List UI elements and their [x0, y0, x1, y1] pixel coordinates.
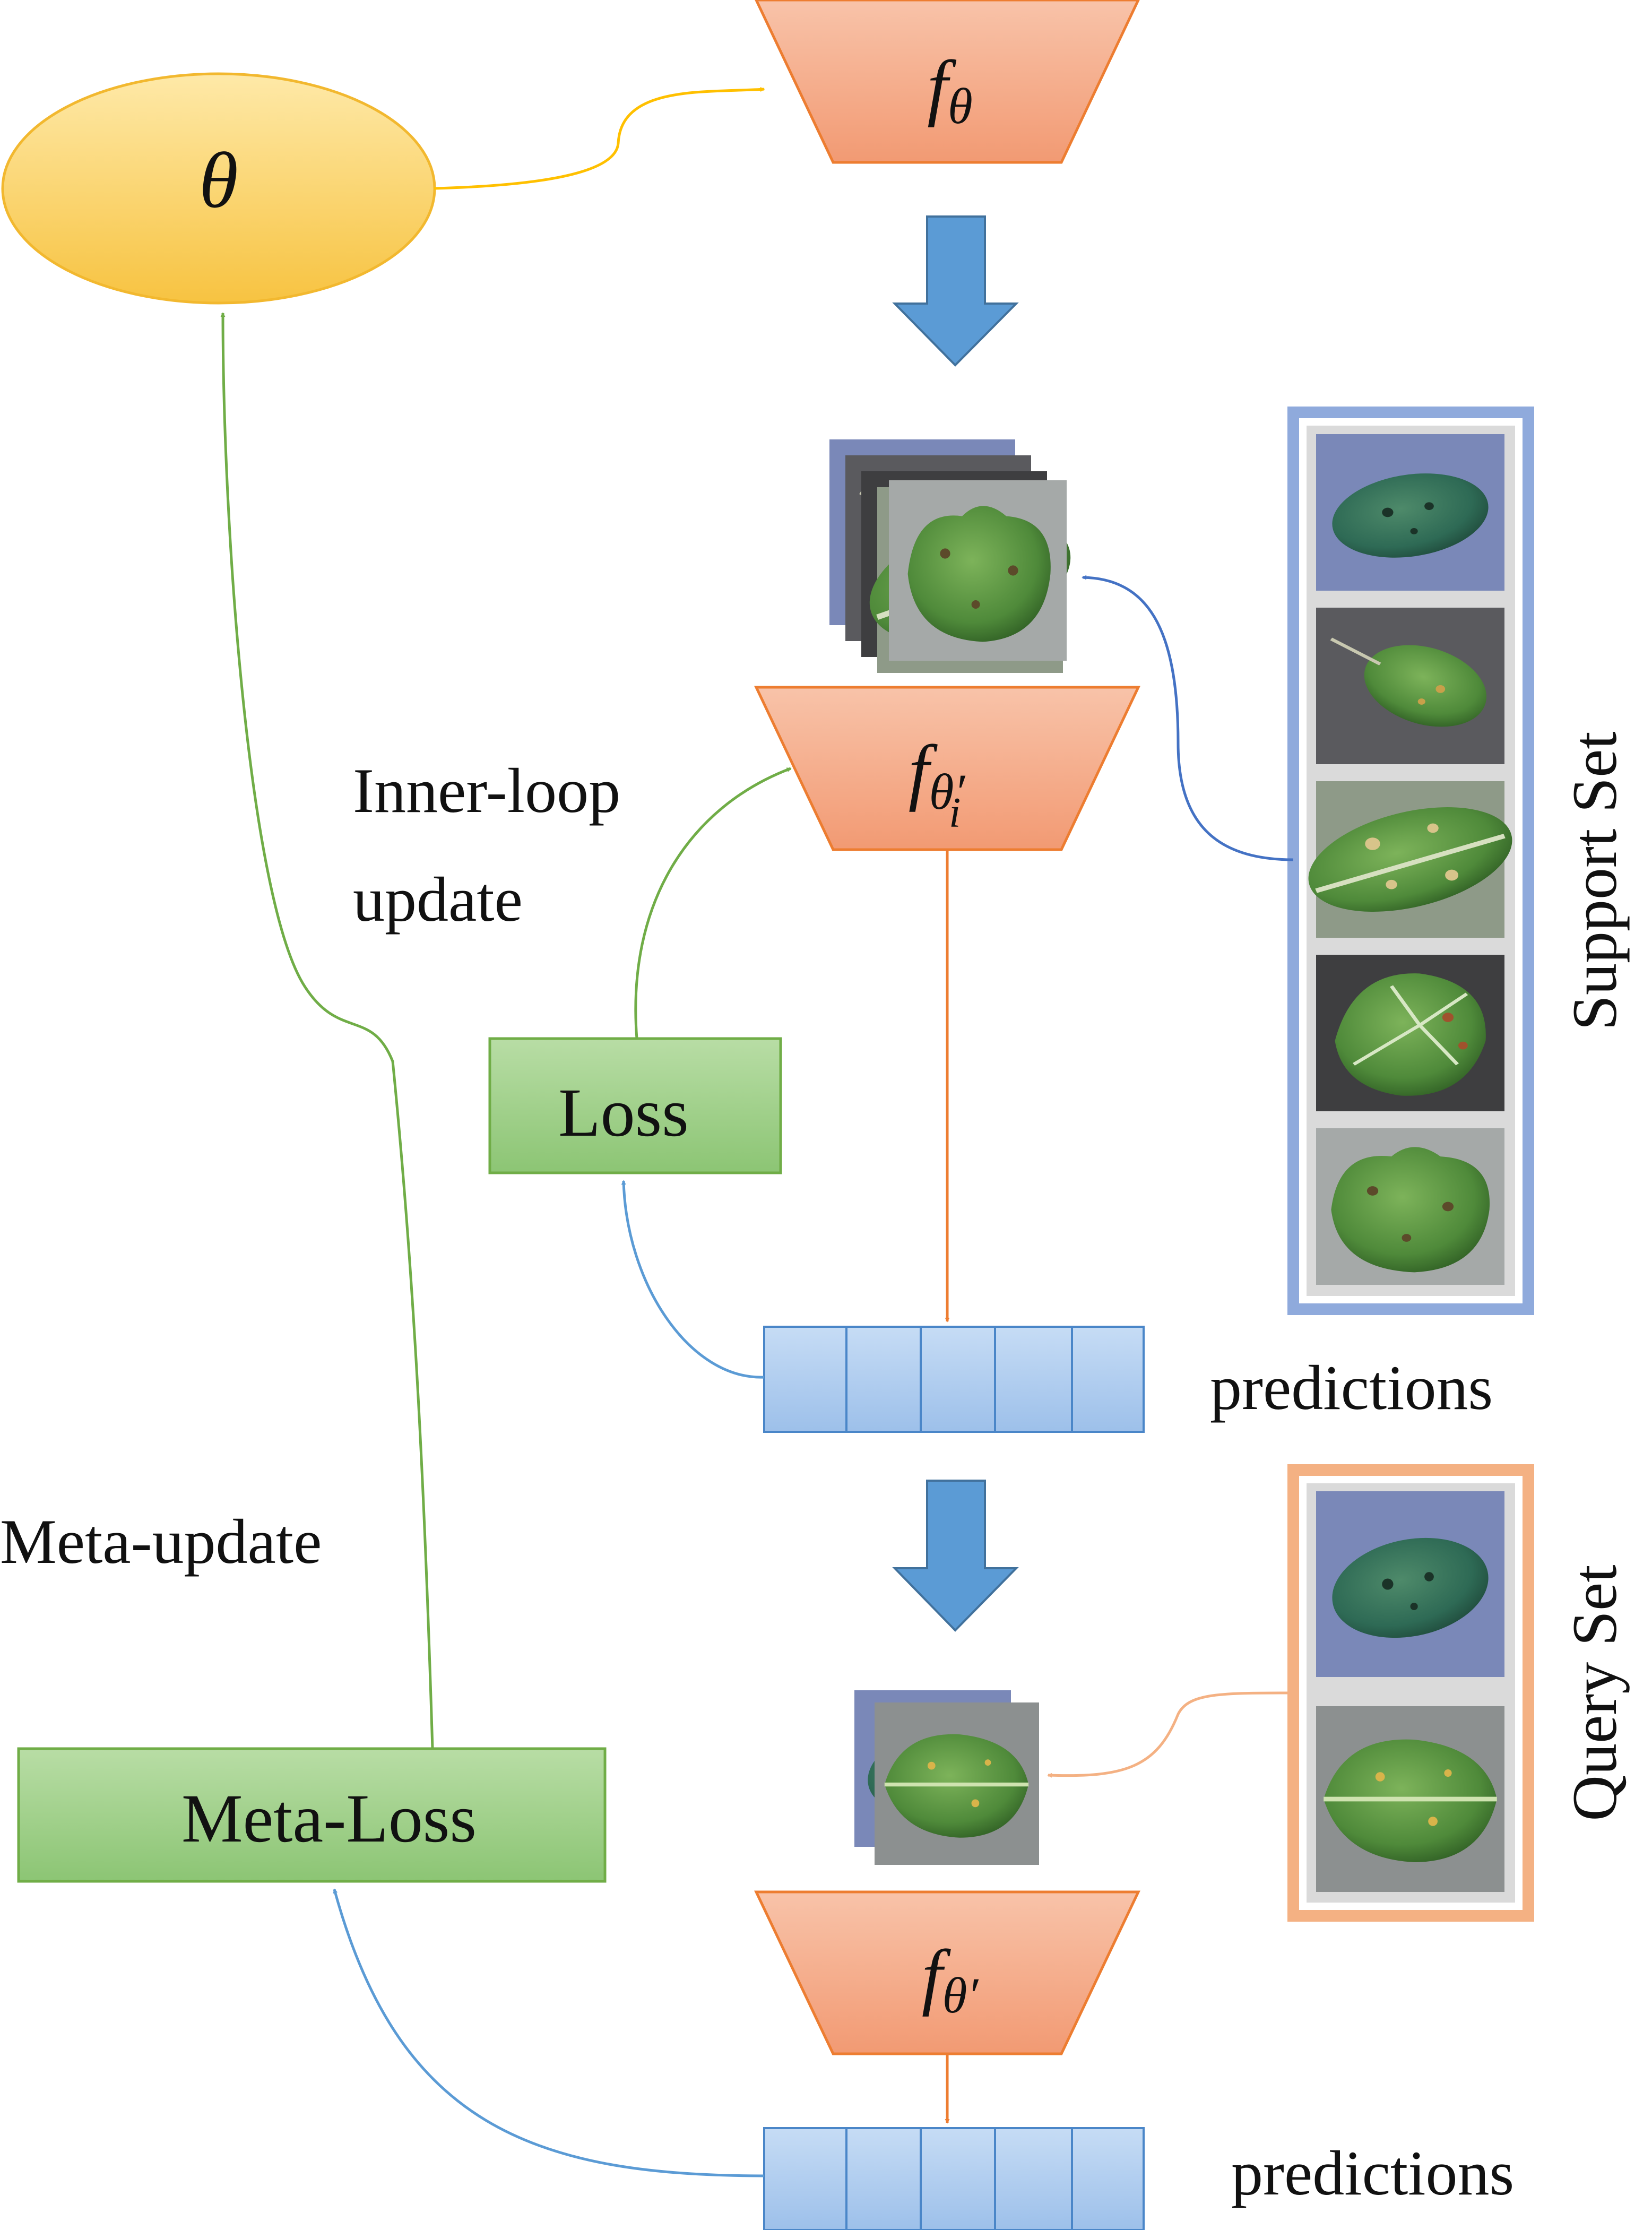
predictions-label-2: predictions — [1231, 2138, 1514, 2208]
query-image-2 — [1316, 1706, 1504, 1892]
support-image-5 — [1316, 1128, 1504, 1285]
query-image-1 — [1316, 1491, 1504, 1677]
prediction-bar-2 — [763, 2127, 1145, 2230]
model-f-theta-label: fθ — [927, 46, 973, 134]
model-f-theta-prime-label: fθ′ — [922, 1935, 979, 2024]
support-set-panel — [1287, 407, 1534, 1315]
arrow-query-to-stack — [1047, 1691, 1294, 1778]
arrow-meta-update — [220, 312, 434, 1749]
arrow-theta-to-model — [434, 87, 765, 190]
down-arrow-2 — [892, 1480, 1019, 1632]
arrow-support-to-stack — [1082, 575, 1294, 861]
model-f-theta: fθ — [755, 0, 1140, 164]
predictions-label-1: predictions — [1210, 1352, 1493, 1423]
model-f-theta-prime-i: fθ′i — [754, 686, 1140, 851]
support-image-stack — [829, 439, 1086, 673]
arrow-predictions-to-meta-loss — [333, 1888, 765, 2177]
query-set-label: Query Set — [1559, 1565, 1630, 1821]
support-image-4 — [1316, 955, 1504, 1111]
prediction-bar-1 — [763, 1326, 1145, 1433]
meta-update-label: Meta-update — [0, 1506, 322, 1577]
meta-loss-box: Meta-Loss — [17, 1747, 607, 1883]
inner-loop-label-line1: Inner-loop — [353, 755, 620, 826]
support-image-3 — [1293, 781, 1528, 938]
loss-box: Loss — [488, 1037, 782, 1174]
down-arrow-1 — [892, 215, 1019, 367]
theta-symbol: θ — [199, 136, 238, 224]
arrow-inner-loop-update — [634, 767, 792, 1039]
meta-loss-label: Meta-Loss — [181, 1780, 477, 1857]
loss-label: Loss — [558, 1075, 689, 1151]
model-f-theta-prime: fθ′ — [754, 1890, 1140, 2055]
support-image-2 — [1316, 608, 1504, 764]
support-image-1 — [1316, 434, 1504, 591]
theta-node: θ — [1, 72, 436, 305]
query-set-panel — [1287, 1464, 1534, 1922]
arrow-predictions-to-loss — [621, 1180, 765, 1379]
inner-loop-label-line2: update — [353, 864, 523, 935]
query-image-stack — [854, 1690, 1039, 1865]
support-set-label: Support Set — [1559, 731, 1630, 1030]
